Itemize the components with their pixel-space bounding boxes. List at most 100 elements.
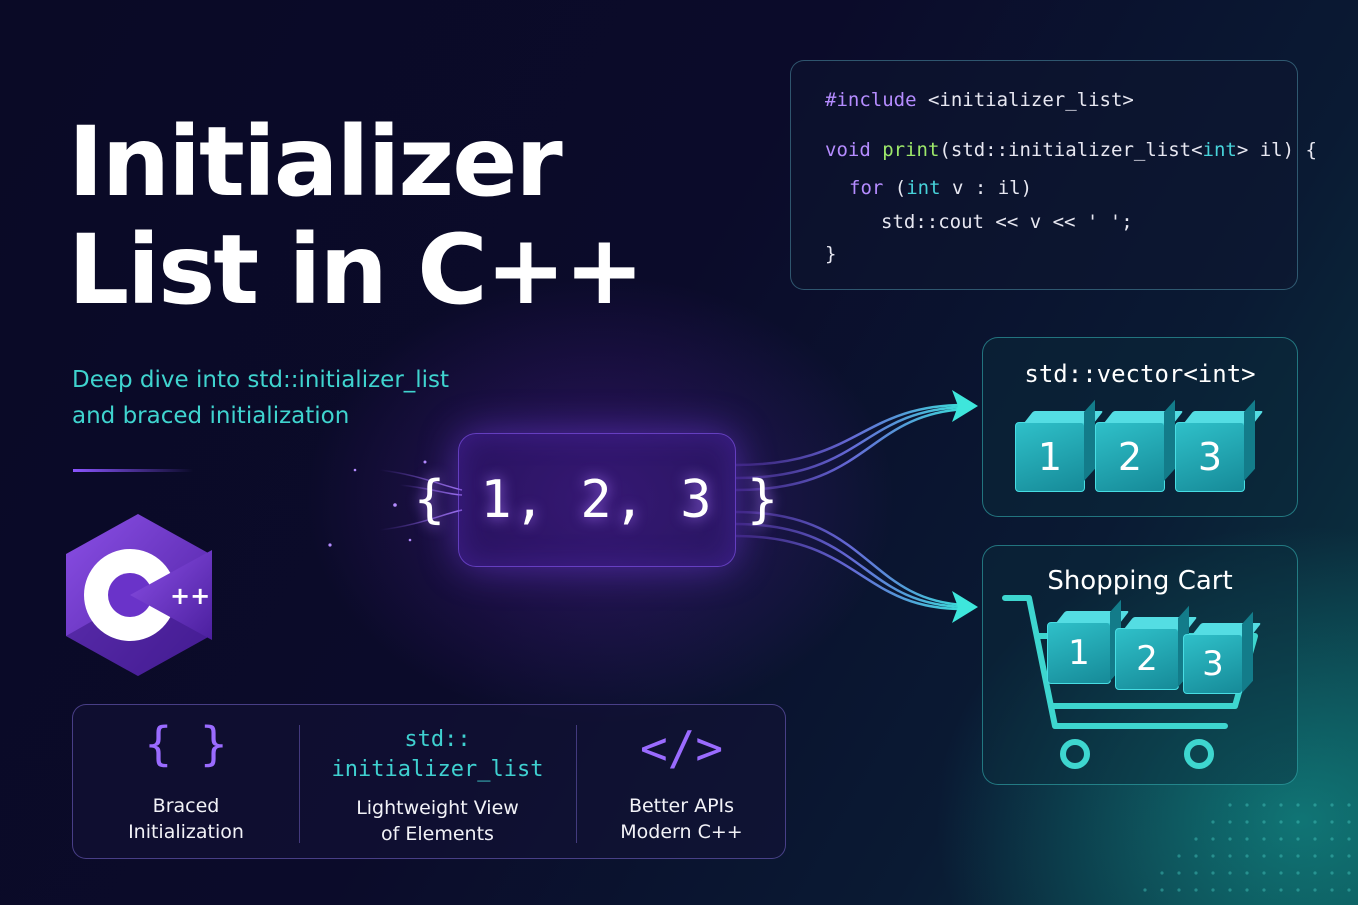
title-line-1: Initializer [68,106,563,218]
title-line-2: List in C++ [68,214,645,326]
feature-mono-label: std:: [404,727,471,752]
vector-element-1: 1 [1015,422,1085,492]
decor-dot [1211,871,1215,875]
decor-dot [1177,888,1181,892]
braces-icon: { } [144,717,228,771]
feature-braced-init: { } Braced Initialization [73,705,299,860]
feature-divider [299,725,300,843]
decor-dot [1143,888,1147,892]
decor-dot [1296,888,1300,892]
decor-dot [1279,871,1283,875]
decor-dot [1211,888,1215,892]
decor-dot [1347,803,1351,807]
cart-element-2: 2 [1115,628,1179,690]
decor-dot [1262,871,1266,875]
code-line-close: } [825,243,837,265]
vector-panel-title: std::vector<int> [1024,360,1256,388]
page-title: Initializer List in C++ [68,106,645,326]
decor-dot [1347,888,1351,892]
code-icon: </> [639,721,724,775]
decor-dot [1245,803,1249,807]
code-line-include: #include <initializer_list> [825,89,1134,111]
dot-grid [1143,803,1351,892]
decor-dot [1177,871,1181,875]
decor-dot [1262,888,1266,892]
feature-label: of Elements [381,823,494,845]
braced-list-box: { 1, 2, 3 } [414,433,778,567]
decor-dot [1211,820,1215,824]
feature-label: Initialization [128,821,244,843]
decor-dot [1313,803,1317,807]
decor-dot [1330,871,1334,875]
decor-dot [1245,820,1249,824]
decor-dot [1211,837,1215,841]
decor-dot [1347,871,1351,875]
feature-label: Modern C++ [620,821,743,843]
decor-dot [1262,854,1266,858]
decor-dot [1279,837,1283,841]
subtitle-line-2: and braced initialization [72,403,350,429]
decor-dot [1330,888,1334,892]
decor-dot [1296,837,1300,841]
feature-divider [576,725,577,843]
cart-element-1: 1 [1047,622,1111,684]
code-line-signature: void print(std::initializer_list<int> il… [825,139,1317,161]
decor-dot [1279,820,1283,824]
decor-dot [1347,837,1351,841]
decor-dot [1228,837,1232,841]
braced-list-text: { 1, 2, 3 } [413,470,781,530]
decor-dot [1245,888,1249,892]
decor-dot [1262,820,1266,824]
decor-dot [1296,803,1300,807]
decor-dot [1228,820,1232,824]
decor-dot [1313,837,1317,841]
vector-element-3: 3 [1175,422,1245,492]
decor-dot [1313,820,1317,824]
cart-panel-title: Shopping Cart [1047,566,1233,596]
decor-dot [1211,854,1215,858]
logo-plus-text: ++ [170,582,210,610]
decor-dot [1262,803,1266,807]
decor-dot [1228,854,1232,858]
decor-dot [1194,837,1198,841]
decor-dot [1330,803,1334,807]
decor-dot [1160,888,1164,892]
decor-dot [1330,820,1334,824]
vector-panel: std::vector<int> 1 2 3 [982,337,1298,517]
decor-dot [1279,803,1283,807]
decor-dot [1279,854,1283,858]
decor-dot [1194,888,1198,892]
vector-element-2: 2 [1095,422,1165,492]
decor-dot [1296,820,1300,824]
feature-label: Lightweight View [356,797,519,819]
cart-panel: Shopping Cart 1 2 3 [982,545,1298,785]
decor-dot [1194,871,1198,875]
cart-element-3: 3 [1183,634,1243,694]
decor-dot [1347,820,1351,824]
decor-dot [1279,888,1283,892]
decor-dot [1313,854,1317,858]
subtitle-line-1: Deep dive into std::initializer_list [72,367,450,393]
decor-dot [1313,871,1317,875]
feature-initializer-list: std:: initializer_list Lightweight View … [299,705,576,860]
decor-dot [1296,871,1300,875]
decor-dot [1347,854,1351,858]
decor-dot [1313,888,1317,892]
cpp-logo-icon: ++ [66,514,212,676]
title-divider [73,469,193,472]
code-line-for: for (int v : il) [849,177,1033,199]
decor-dot [1296,854,1300,858]
feature-label: Better APIs [628,795,735,817]
decor-dot [1228,888,1232,892]
feature-bar: { } Braced Initialization std:: initiali… [72,704,786,859]
decor-dot [1160,871,1164,875]
decor-dot [1262,837,1266,841]
decor-dot [1194,854,1198,858]
decor-dot [1228,871,1232,875]
decor-dot [1245,854,1249,858]
decor-dot [1177,854,1181,858]
decor-dot [1330,837,1334,841]
code-panel: #include <initializer_list> void print(s… [790,60,1317,290]
subtitle: Deep dive into std::initializer_list and… [72,362,449,434]
feature-mono-label: initializer_list [331,757,544,782]
